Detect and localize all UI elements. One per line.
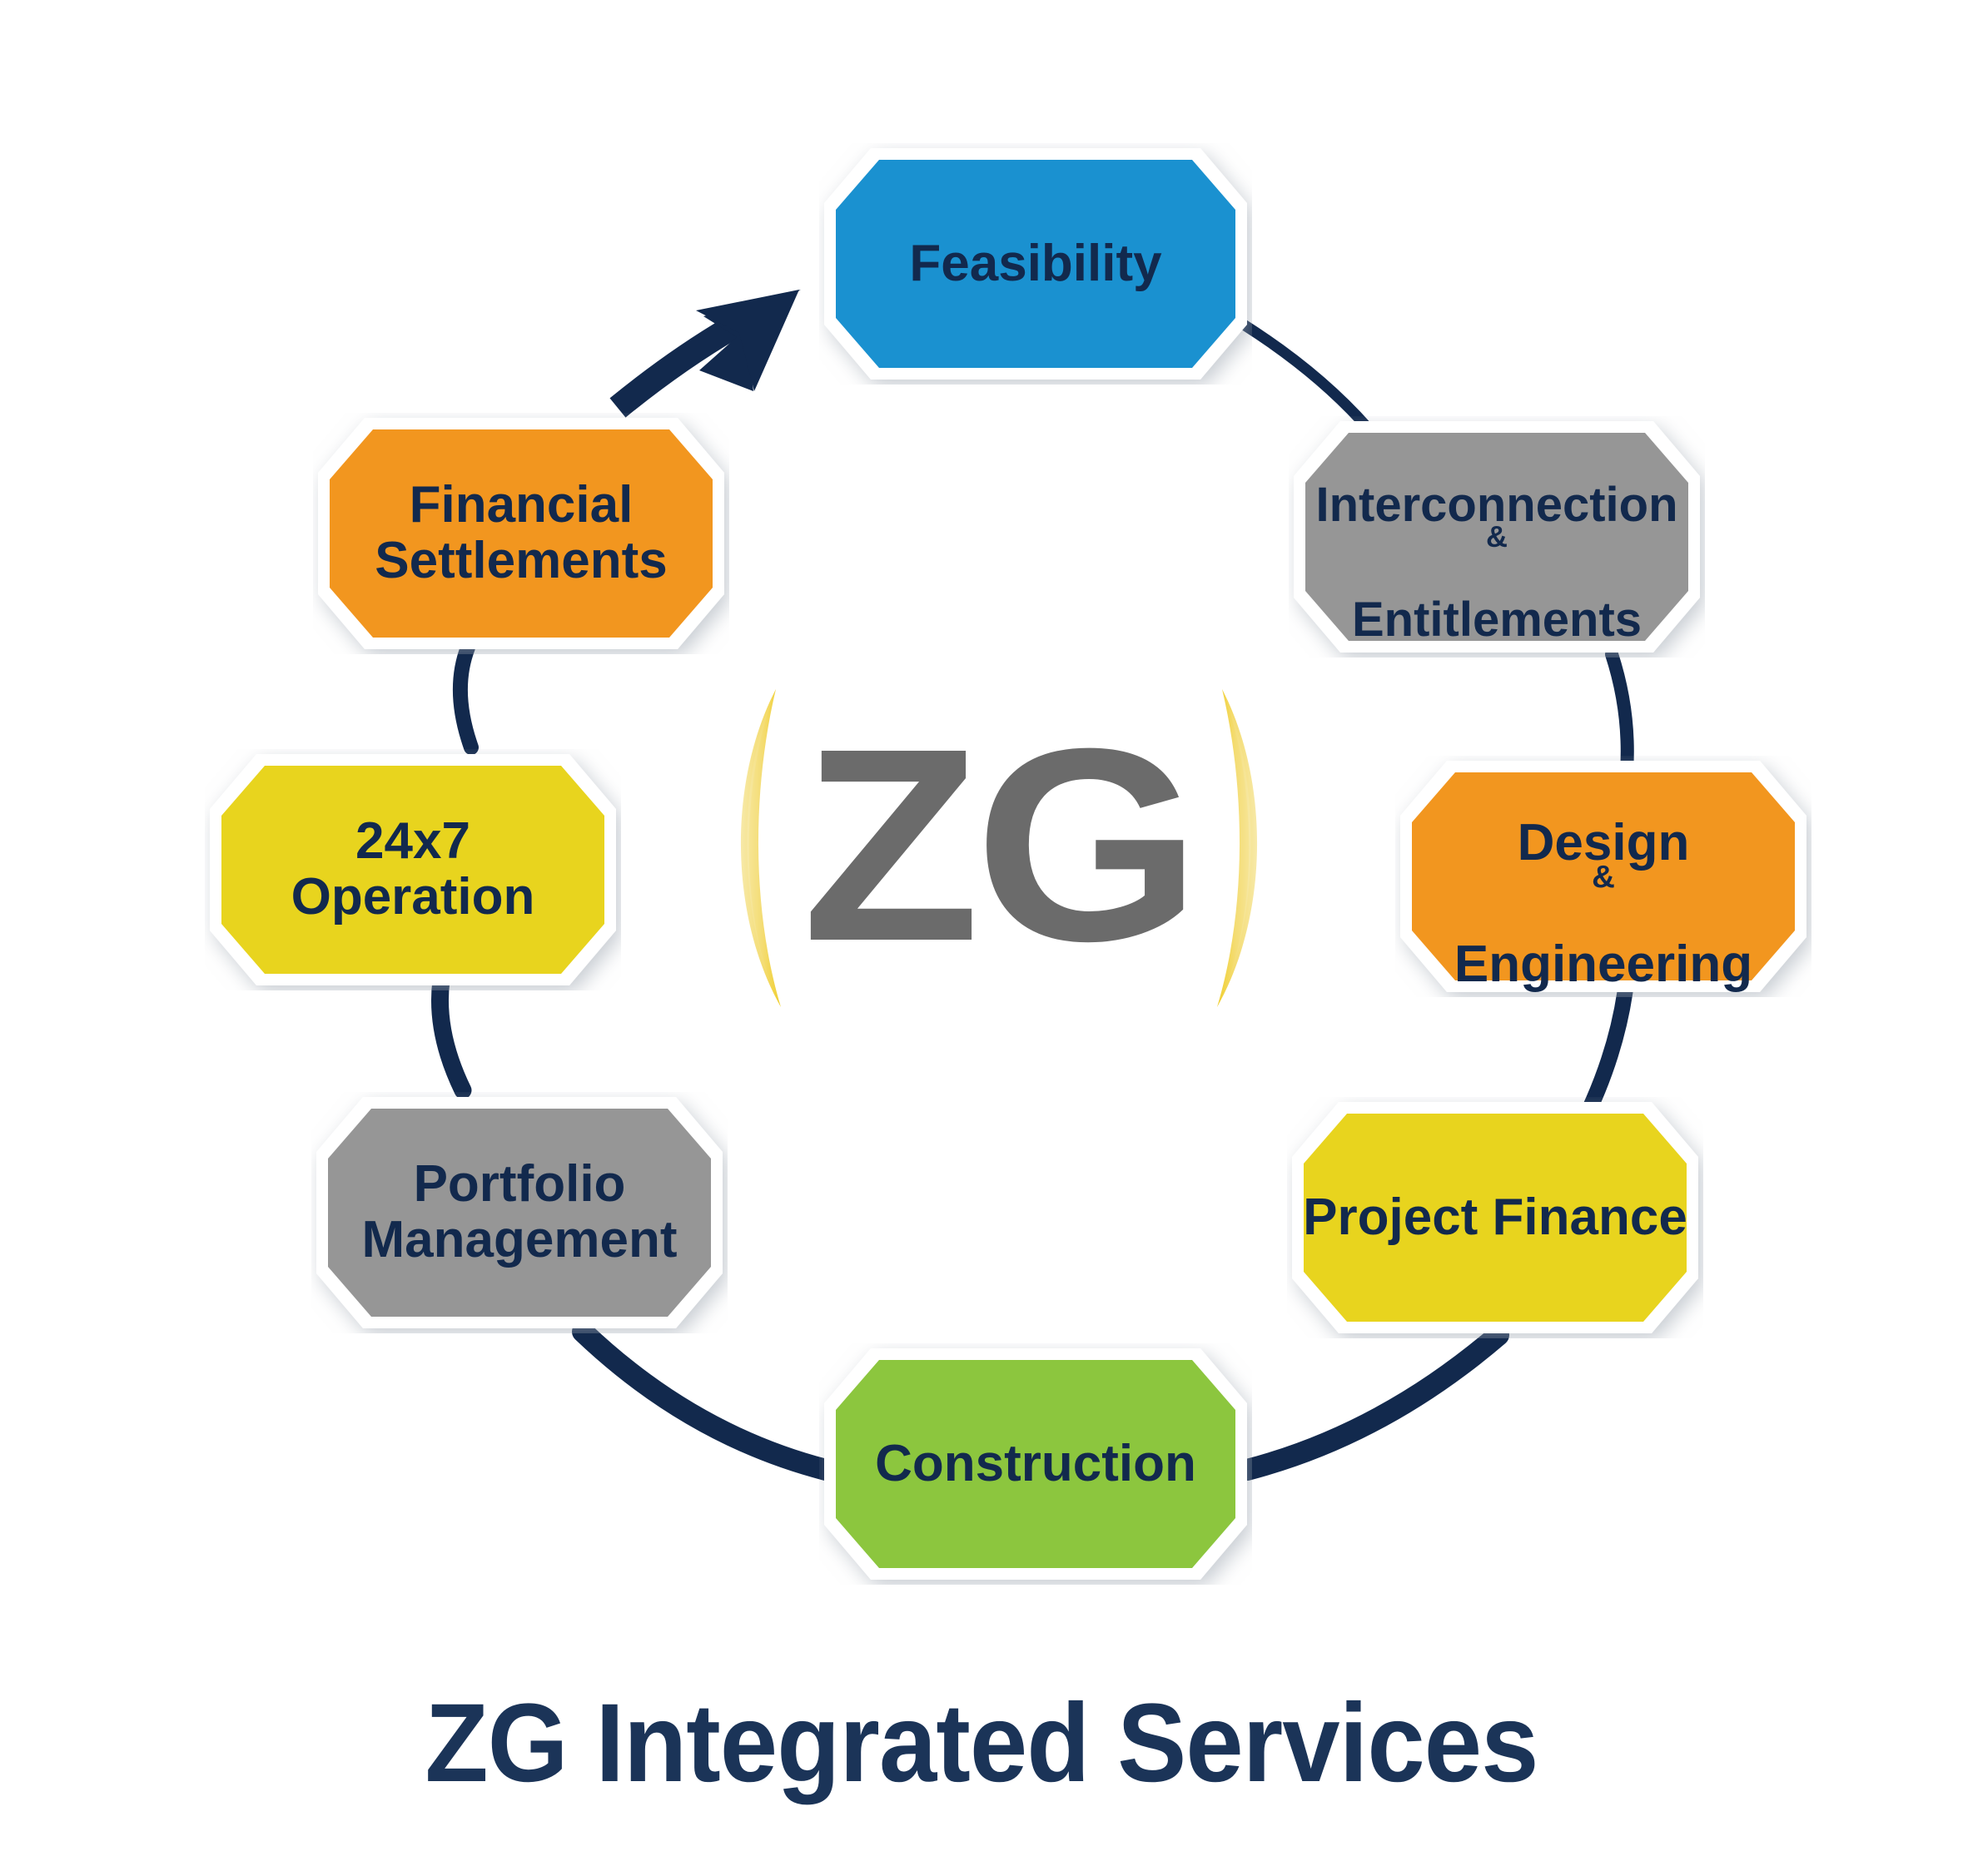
node-design-ampersand: & [1592,858,1615,895]
zg-logo-accents [740,689,1258,1007]
connector-project-finance-construction [1236,1324,1509,1481]
node-feasibility-shape [824,148,1247,380]
right-yellow-crescent-outer [1217,689,1251,1007]
node-design-line1: Design [1517,813,1690,871]
node-interconnection-line1: Interconnection [1315,478,1678,533]
node-design-shape [1400,761,1806,992]
node-interconnection-label: Interconnection & Entitlements [1304,428,1689,646]
zg-logo: ZG [733,658,1265,1032]
zg-logo-text: ZG [802,691,1200,998]
node-design-label: Design & Engineering [1443,760,1764,994]
node-operation-label: 24x7 Operation [291,812,535,926]
node-interconnection-line2: Entitlements [1351,592,1642,647]
connector-operation-settlements [452,640,479,755]
node-construction[interactable]: Construction [819,1343,1252,1585]
node-settlements-label: Financial Settlements [375,476,668,589]
node-construction-label: Construction [875,1434,1196,1492]
left-yellow-crescent-outer [747,689,781,1007]
node-interconnection-ampersand: & [1486,519,1508,554]
node-project-finance-shape [1292,1102,1698,1333]
node-feasibility-label: Feasibility [909,234,1162,292]
node-24x7-operation[interactable]: 24x7 Operation [205,749,621,990]
node-design-engineering[interactable]: Design & Engineering [1395,756,1811,997]
node-feasibility[interactable]: Feasibility [819,143,1252,385]
right-yellow-crescent-icon [1217,689,1258,1007]
node-interconnection-shape [1294,421,1700,653]
node-financial-settlements[interactable]: Financial Settlements [313,413,729,654]
node-portfolio-label: Portfolio Management [361,1155,678,1268]
cycle-arrowhead-body [696,290,799,391]
node-project-finance[interactable]: Project Finance [1287,1097,1703,1338]
node-portfolio-shape [316,1097,723,1328]
connector-portfolio-operation [431,971,472,1099]
node-interconnection-entitlements[interactable]: Interconnection & Entitlements [1289,416,1705,658]
node-construction-shape [824,1348,1247,1580]
node-portfolio-management[interactable]: Portfolio Management [311,1092,728,1333]
node-design-line2: Engineering [1454,936,1753,994]
left-yellow-crescent-icon [740,689,781,1007]
diagram-title: ZG Integrated Services [425,1681,1538,1805]
connector-construction-portfolio [572,1321,837,1481]
node-settlements-shape [318,418,724,649]
node-project-finance-label: Project Finance [1303,1188,1687,1246]
node-operation-shape [210,754,616,985]
